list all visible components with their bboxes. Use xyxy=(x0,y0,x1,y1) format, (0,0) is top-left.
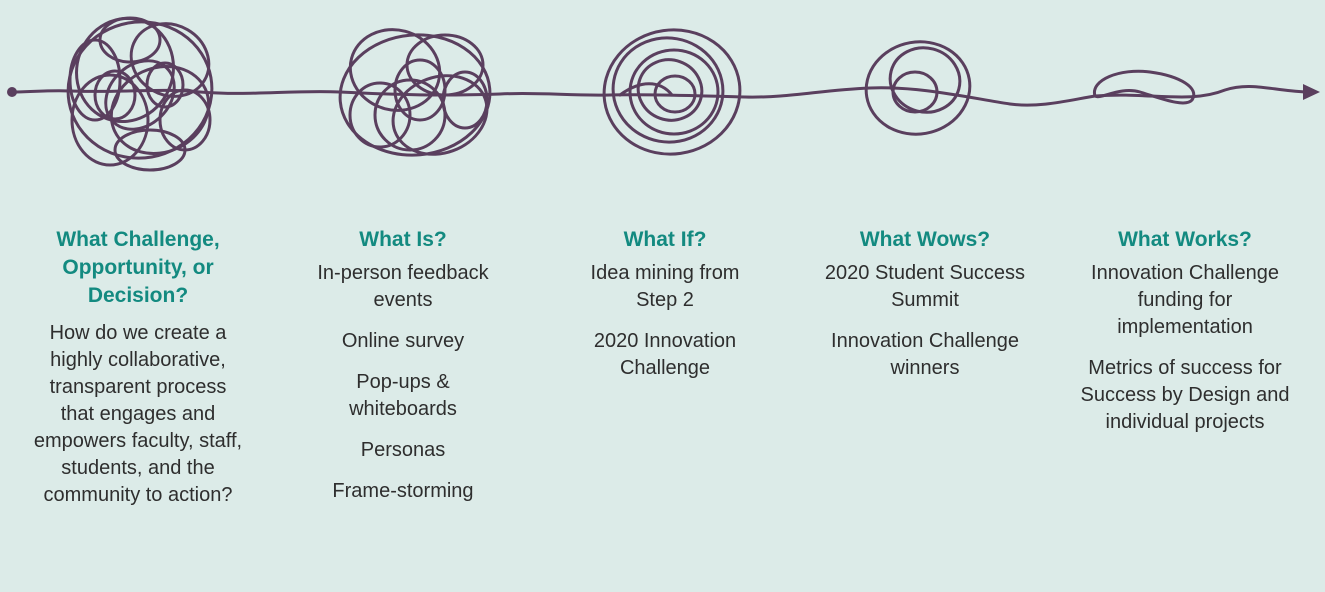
column-items: Innovation Challenge funding for impleme… xyxy=(1065,260,1305,436)
column-title: What Is? xyxy=(359,228,447,251)
column-title: What Challenge, Opportunity, or Decision… xyxy=(56,228,220,307)
column-item: How do we create a highly collaborative,… xyxy=(33,322,243,506)
column-item: Personas xyxy=(360,439,446,461)
column-title: What If? xyxy=(623,228,707,251)
column-item: Innovation Challenge funding for impleme… xyxy=(1091,262,1279,338)
column-item: 2020 Student Success Summit xyxy=(824,262,1026,311)
tangle-5 xyxy=(1093,69,1196,105)
tangle-3 xyxy=(602,28,742,156)
column-what-works: What Works? Innovation Challenge funding… xyxy=(1065,226,1305,450)
column-item: Idea mining from Step 2 xyxy=(590,262,740,311)
column-title: What Works? xyxy=(1118,228,1252,251)
column-items: Idea mining from Step 2 2020 Innovation … xyxy=(545,260,785,382)
column-items: 2020 Student Success Summit Innovation C… xyxy=(805,260,1045,382)
column-what-if: What If? Idea mining from Step 2 2020 In… xyxy=(545,226,785,396)
column-challenge: What Challenge, Opportunity, or Decision… xyxy=(18,226,258,523)
column-item: In-person feedback events xyxy=(317,262,489,311)
column-what-is: What Is? In-person feedback events Onlin… xyxy=(283,226,523,519)
column-title: What Wows? xyxy=(859,228,991,251)
column-items: In-person feedback events Online survey … xyxy=(283,260,523,505)
column-item: Frame-storming xyxy=(332,480,474,502)
tangle-1 xyxy=(66,16,214,172)
column-item: Pop-ups & whiteboards xyxy=(349,371,457,420)
column-items: How do we create a highly collaborative,… xyxy=(18,320,258,509)
tangled-line-diagram xyxy=(7,16,1320,172)
column-item: 2020 Innovation Challenge xyxy=(593,330,737,379)
column-what-wows: What Wows? 2020 Student Success Summit I… xyxy=(805,226,1045,396)
tangle-4 xyxy=(864,40,972,136)
column-item: Online survey xyxy=(341,330,465,352)
column-item: Metrics of success for Success by Design… xyxy=(1080,357,1290,433)
arrow-head xyxy=(1303,84,1320,100)
column-item: Innovation Challenge winners xyxy=(831,330,1019,379)
tangle-2 xyxy=(338,28,492,157)
